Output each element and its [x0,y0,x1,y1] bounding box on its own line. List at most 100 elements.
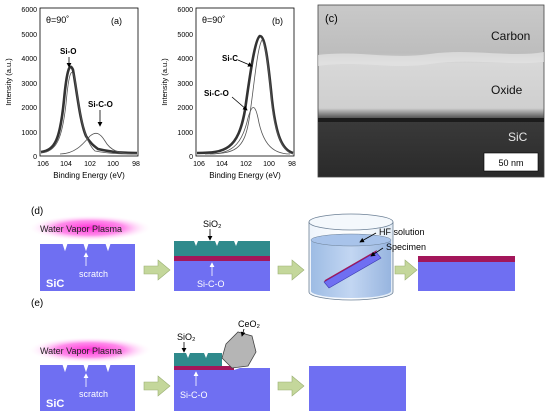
panel-a-xtick: 104 [60,161,72,168]
specimen-arrow [370,247,384,257]
tem-carbon-oxide-interface [318,52,544,66]
panel-b-ytick: 0 [189,154,193,161]
panel-a-peak-label: Si-C-O [88,100,113,109]
panel-a-frame [39,7,139,157]
sic-substrate [174,368,270,411]
panel-b-xticks: 106 104 102 100 98 [193,161,296,168]
ceria-label: CeO₂ [238,319,261,329]
interface-layer [174,256,270,261]
panel-b-ytick: 3000 [177,81,193,88]
hf-arrow [359,232,377,243]
tem-layer-label: Carbon [491,29,530,43]
sic-substrate [40,365,135,411]
panel-a-sico-component [59,132,138,155]
panel-b-ytick: 5000 [177,32,193,39]
process-arrow [277,375,305,397]
oxide-label: SiO₂ [177,332,196,342]
panel-a-xticks: 106 104 102 100 98 [37,161,140,168]
panel-b-ytick: 4000 [177,56,193,63]
row-d: (d) Water Vapor Plasma scratch SiC SiO₂ … [28,206,515,301]
sic-substrate [418,262,515,291]
plasma-glow [28,337,152,363]
panel-a-peak-label: Si-O [60,47,76,56]
scale-bar-label: 50 nm [498,158,523,168]
scratch-marks [62,364,111,373]
tem-oxide-sic-interface [318,118,544,122]
panel-c-letter: (c) [325,13,338,25]
specimen-label: Specimen [386,242,426,252]
panel-b-sic-component [204,39,294,155]
panel-a-ytick: 0 [33,154,37,161]
panel-a-xtick: 102 [84,161,96,168]
panel-a-xtick: 98 [132,161,140,168]
panel-b-ylabel: Intensity (a.u.) [160,58,169,106]
panel-b-yticks: 0 1000 2000 3000 4000 5000 6000 [177,7,193,161]
scale-bar-box [483,152,539,172]
panel-a-ylabel: Intensity (a.u.) [4,58,13,106]
panel-a-ytick: 3000 [21,81,37,88]
row-e: (e) Water Vapor Plasma scratch SiC SiO₂ … [28,298,406,411]
panel-b-peak-arrow [237,59,253,67]
panel-b-letter: (b) [272,16,283,26]
panel-a-yticks: 0 1000 2000 3000 4000 5000 6000 [21,7,37,161]
tem-layer-label: Oxide [491,83,523,97]
panel-a-xtick: 106 [37,161,49,168]
panel-b-peak-label: Si-C [222,54,238,63]
beaker-rim [308,213,394,231]
panel-a-theta: θ=90˚ [46,15,69,25]
plasma-glow [28,215,152,241]
panel-b-xtick: 100 [263,161,275,168]
panel-b-frame [195,7,295,157]
tem-background [317,4,545,178]
oxide-label: SiO₂ [203,219,222,229]
panel-b-peak-label: Si-C-O [204,89,229,98]
panel-a-sio-component [40,72,138,155]
panel-a-xlabel: Binding Energy (eV) [53,171,125,180]
panel-b-theta: θ=90˚ [202,15,225,25]
process-arrow [143,259,171,281]
sic-substrate [40,244,135,291]
scratch-label: scratch [79,269,108,279]
panel-b-xtick: 106 [193,161,205,168]
plasma-label: Water Vapor Plasma [40,224,122,234]
scratch-marks [62,243,111,252]
sic-label: SiC [46,278,64,290]
oxide-layer [174,241,270,256]
interface-layer [418,256,515,262]
oxide-layer-partial [174,353,222,366]
sic-substrate-final [309,366,406,411]
interface-label: Si-C-O [180,390,208,400]
panel-b-peak-arrow [231,96,248,111]
process-arrow [394,259,418,281]
panel-a-envelope [40,65,138,155]
panel-a-xtick: 100 [107,161,119,168]
panel-b-xtick: 98 [288,161,296,168]
panel-a-ytick: 5000 [21,32,37,39]
panel-b-ytick: 6000 [177,7,193,14]
tem-layer-label: SiC [508,130,528,144]
panel-b-xlabel: Binding Energy (eV) [209,171,281,180]
sic-label: SiC [46,398,64,410]
panel-a-letter: (a) [111,16,122,26]
panel-a-ytick: 2000 [21,105,37,112]
panel-a-ytick: 1000 [21,130,37,137]
panel-a-chart: θ=90˚ (a) 0 1000 2000 3000 4000 5000 600… [4,7,140,180]
panel-b-chart: θ=90˚ (b) 0 1000 2000 3000 4000 5000 600… [160,7,296,180]
panel-b-envelope [196,34,294,155]
interface-layer-partial [174,366,234,370]
process-arrow [143,375,171,397]
specimen-interface [324,250,377,282]
liquid-surface [310,233,392,247]
panel-b-xtick: 104 [216,161,228,168]
panel-c-tem-image: (c) Carbon Oxide SiC 50 nm [317,4,545,178]
process-arrow [277,259,305,281]
panel-b-ytick: 2000 [177,105,193,112]
hf-label: HF solution [379,227,425,237]
panel-b-sico-component [209,107,291,155]
panel-b-xtick: 102 [240,161,252,168]
ceria-particle [221,331,257,369]
row-e-letter: (e) [31,298,43,309]
panel-b-ytick: 1000 [177,130,193,137]
sic-substrate [174,261,270,291]
